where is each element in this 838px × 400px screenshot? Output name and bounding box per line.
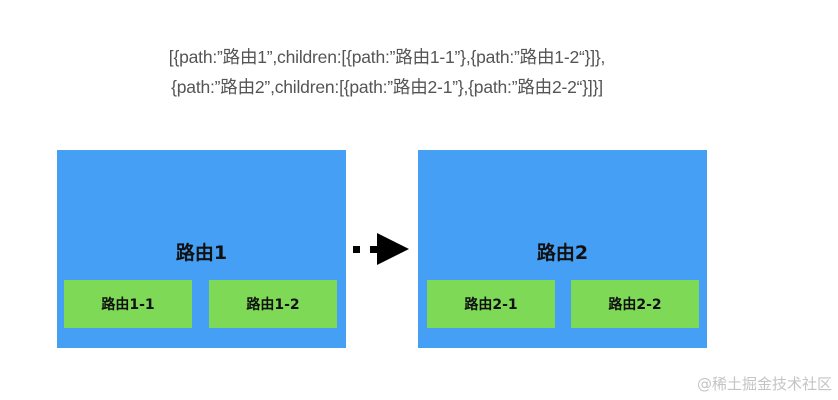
- child-route-1-1: 路由1-1: [64, 280, 192, 328]
- route-config-code-line-1: [{path:”路由1”,children:[{path:”路由1-1”},{p…: [168, 47, 606, 67]
- child-route-2-2: 路由2-2: [571, 280, 699, 328]
- route-config-code-line-2: {path:”路由2”,children:[{path:”路由2-1”},{pa…: [171, 77, 603, 97]
- watermark: @稀土掘金技术社区: [696, 375, 832, 393]
- dashed-right-arrow-icon: [353, 233, 409, 265]
- route-title-2: 路由2: [536, 242, 589, 264]
- child-route-1-2: 路由1-2: [209, 280, 337, 328]
- child-route-2-1: 路由2-1: [427, 280, 555, 328]
- route-title-1: 路由1: [175, 242, 228, 264]
